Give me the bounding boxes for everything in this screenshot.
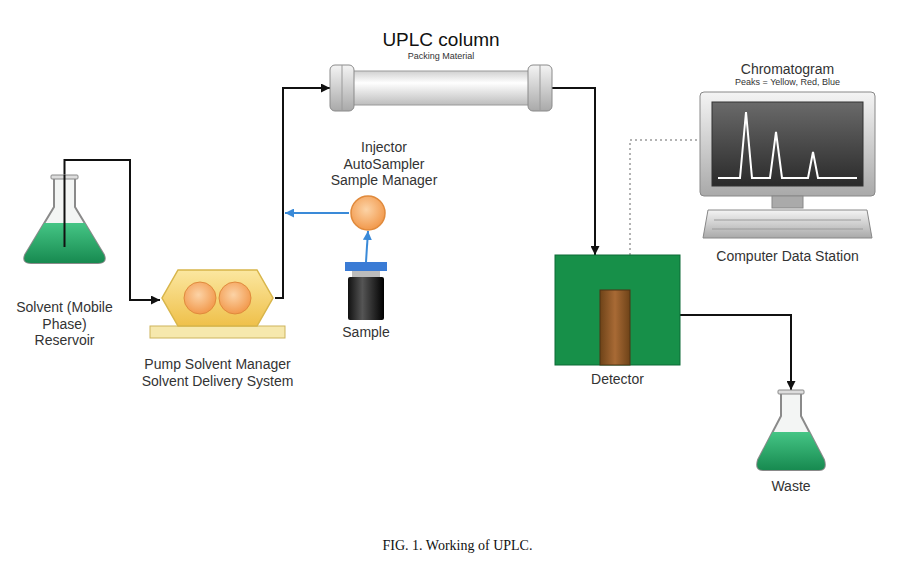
component-label: Pump Solvent Manager Solvent Delivery Sy… (134, 356, 302, 389)
label-stack: ChromatogramPeaks = Yellow, Red, Blue (693, 61, 883, 88)
pump-shape (160, 262, 275, 342)
label-stack: Solvent (Mobile Phase) Reservoir (15, 299, 115, 349)
computer-station-shape (700, 92, 875, 240)
label-stack: Sample (326, 324, 406, 341)
solvent-reservoir-shape (22, 175, 107, 265)
waste-flask: Waste (755, 390, 827, 472)
component-label: Waste (751, 478, 831, 495)
waste-flask-shape (755, 390, 827, 472)
pump-column-line (275, 88, 330, 298)
component-label: Sample (326, 324, 406, 341)
detector: Detector (555, 255, 680, 365)
data-line (630, 140, 700, 255)
component-label: Chromatogram (693, 61, 883, 78)
sample-vial: Sample (345, 262, 387, 320)
injector-shape (350, 195, 386, 231)
component-label: Injector AutoSampler Sample Manager (326, 139, 442, 189)
sample-line (366, 231, 368, 262)
sample-vial-shape (345, 262, 387, 320)
component-label: Peaks = Yellow, Red, Blue (693, 77, 883, 88)
component-label: Solvent (Mobile Phase) Reservoir (15, 299, 115, 349)
solvent-reservoir: Solvent (Mobile Phase) Reservoir (22, 175, 107, 265)
component-label: Computer Data Station (693, 248, 883, 265)
figure-caption: FIG. 1. Working of UPLC. (0, 538, 915, 554)
label-stack: Detector (558, 371, 678, 388)
injection-arrow (285, 212, 349, 214)
uplc-column-shape (330, 62, 552, 114)
component-label: Packing Material (341, 51, 541, 62)
label-stack: Injector AutoSampler Sample Manager (326, 139, 442, 189)
component-label: UPLC column (341, 29, 541, 51)
uplc-column: UPLC columnPacking Material (330, 62, 552, 114)
component-label: Detector (558, 371, 678, 388)
computer-station: ChromatogramPeaks = Yellow, Red, BlueCom… (700, 92, 875, 240)
column-detector-line (552, 88, 595, 255)
detector-shape (555, 255, 680, 365)
waste-line (680, 315, 791, 390)
pump: Pump Solvent Manager Solvent Delivery Sy… (160, 262, 275, 342)
injector: Injector AutoSampler Sample Manager (350, 195, 386, 231)
label-stack: Computer Data Station (693, 248, 883, 265)
label-stack: Pump Solvent Manager Solvent Delivery Sy… (134, 356, 302, 389)
label-stack: UPLC columnPacking Material (341, 29, 541, 62)
label-stack: Waste (751, 478, 831, 495)
